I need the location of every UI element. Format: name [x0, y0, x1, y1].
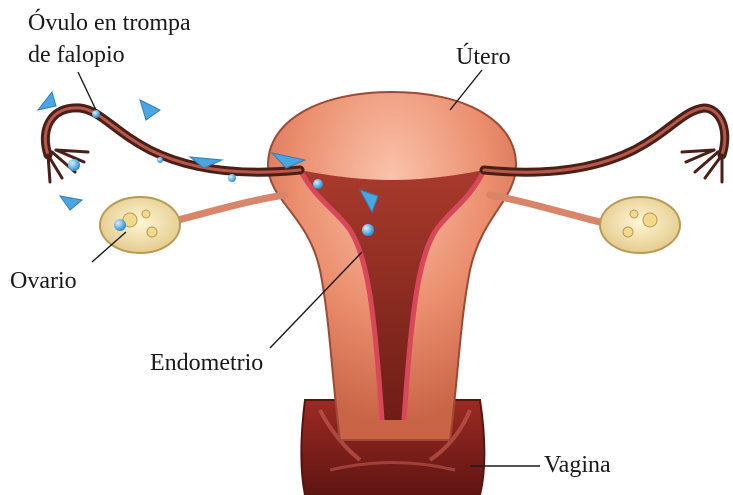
- fallopian-tube-left: [45, 108, 300, 182]
- label-endometrio: Endometrio: [150, 350, 263, 376]
- label-vagina: Vagina: [544, 452, 611, 478]
- ovarian-ligament-left: [170, 195, 285, 222]
- label-ovario: Ovario: [10, 268, 77, 294]
- label-ovulo-line1: Óvulo en trompa: [28, 9, 191, 36]
- label-ovulo-line2: de falopio: [28, 42, 125, 68]
- ovarian-ligament-right: [490, 195, 600, 222]
- ovary-right: [600, 197, 680, 253]
- fallopian-tube-right: [484, 108, 725, 182]
- label-utero: Útero: [456, 43, 511, 70]
- uterus: [268, 92, 516, 440]
